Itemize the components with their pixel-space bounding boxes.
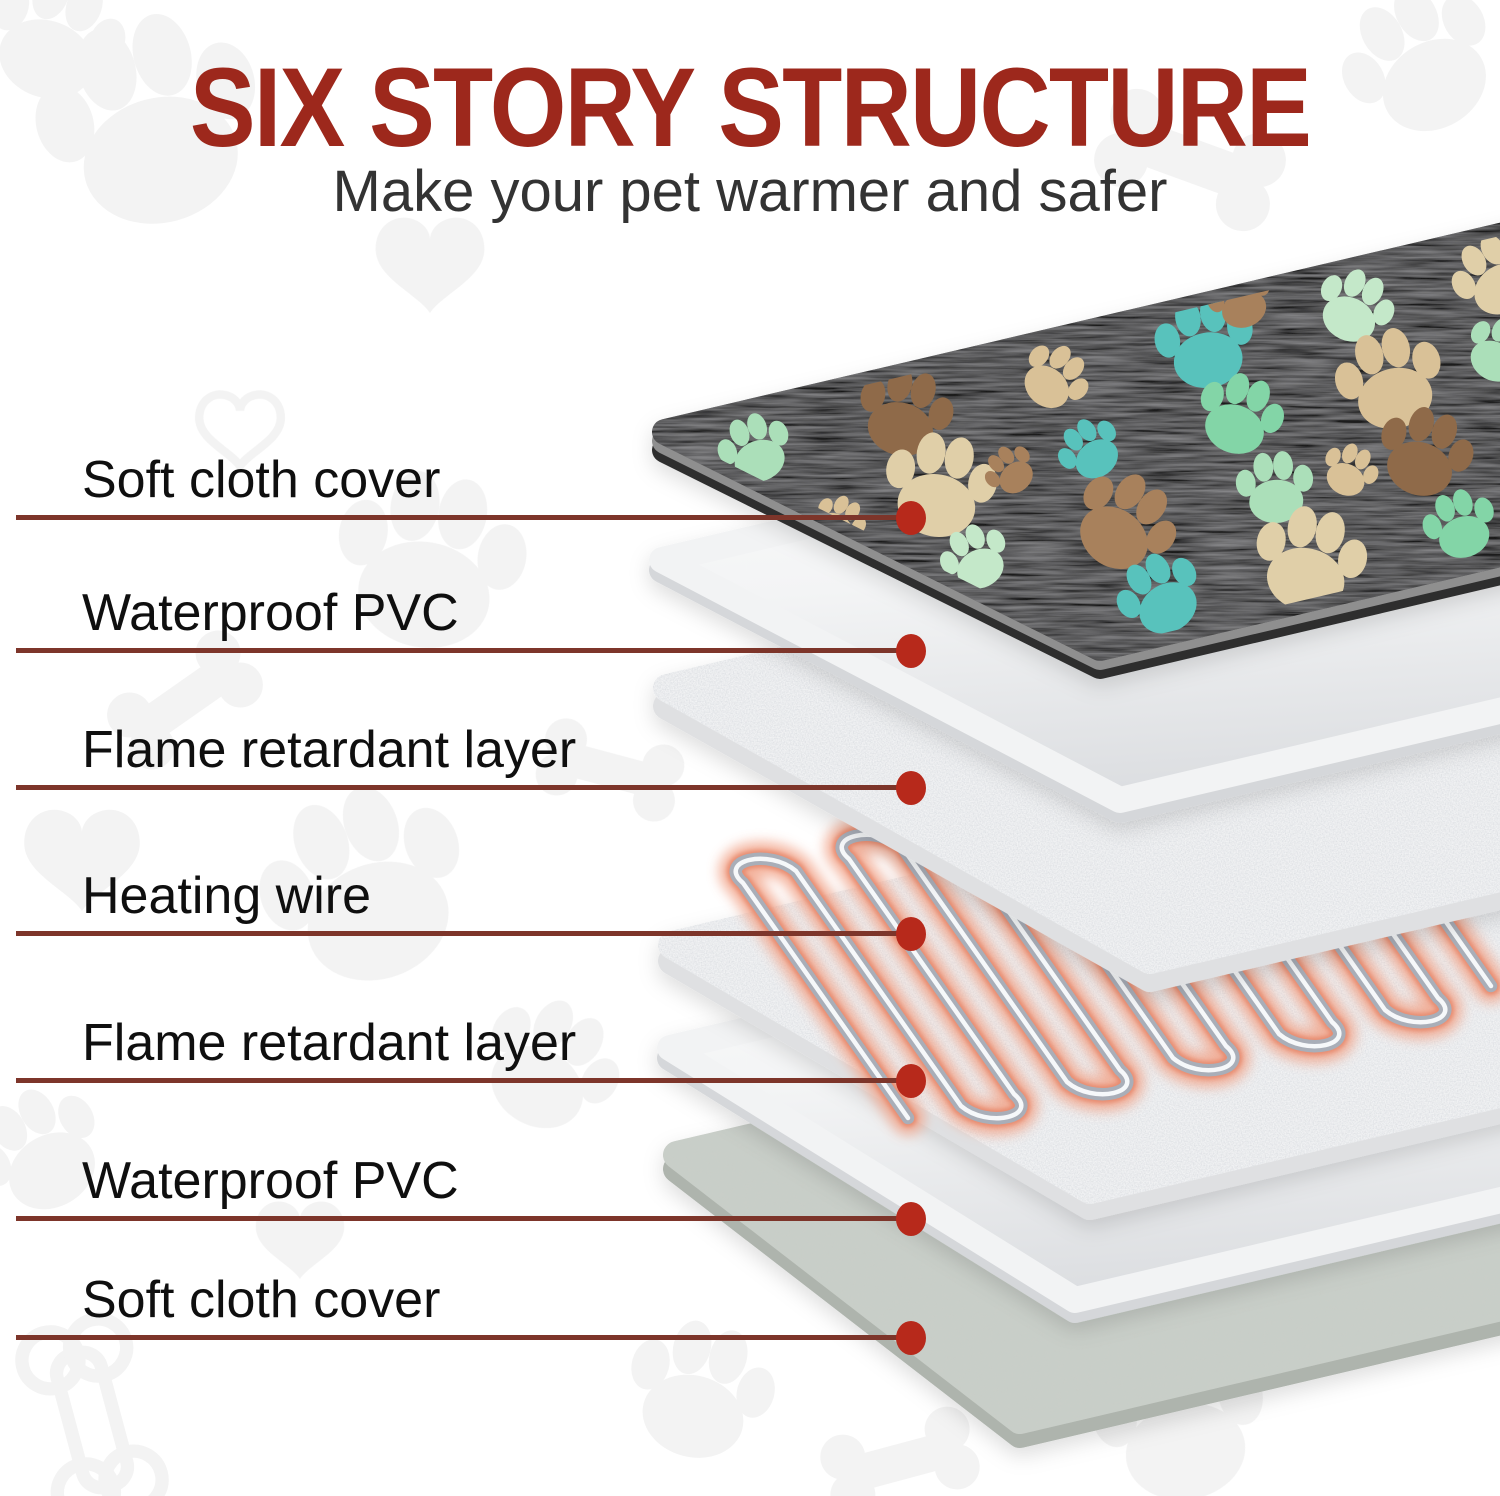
callout-label: Flame retardant layer (82, 721, 577, 779)
callout-flame-retardant-lower: Flame retardant layer (16, 1017, 926, 1098)
callout-waterproof-pvc-bottom: Waterproof PVC (16, 1155, 926, 1236)
callout-label: Heating wire (82, 867, 372, 925)
heating-wire (718, 721, 1500, 1136)
callout-dot (896, 500, 926, 535)
callout-waterproof-pvc-top: Waterproof PVC (16, 587, 926, 668)
callout-soft-cloth-bottom: Soft cloth cover (16, 1274, 926, 1355)
top-soft-cloth-layer (652, 219, 1500, 679)
callout-dot (896, 1063, 926, 1098)
callout-dot (896, 770, 926, 805)
callout-label: Soft cloth cover (82, 1271, 441, 1329)
callout-label: Waterproof PVC (82, 584, 459, 642)
callout-label: Flame retardant layer (82, 1014, 577, 1072)
callout-dot (896, 633, 926, 668)
page-title: SIX STORY STRUCTURE (189, 45, 1312, 170)
page-subtitle: Make your pet warmer and safer (332, 159, 1168, 224)
callout-label: Soft cloth cover (82, 451, 441, 509)
callout-dot (896, 916, 926, 951)
callout-flame-retardant-upper: Flame retardant layer (16, 724, 926, 805)
callout-dot (896, 1320, 926, 1355)
callout-label: Waterproof PVC (82, 1152, 459, 1210)
callout-dot (896, 1201, 926, 1236)
callout-heating-wire: Heating wire (16, 870, 926, 951)
callout-soft-cloth-top: Soft cloth cover (16, 454, 926, 535)
